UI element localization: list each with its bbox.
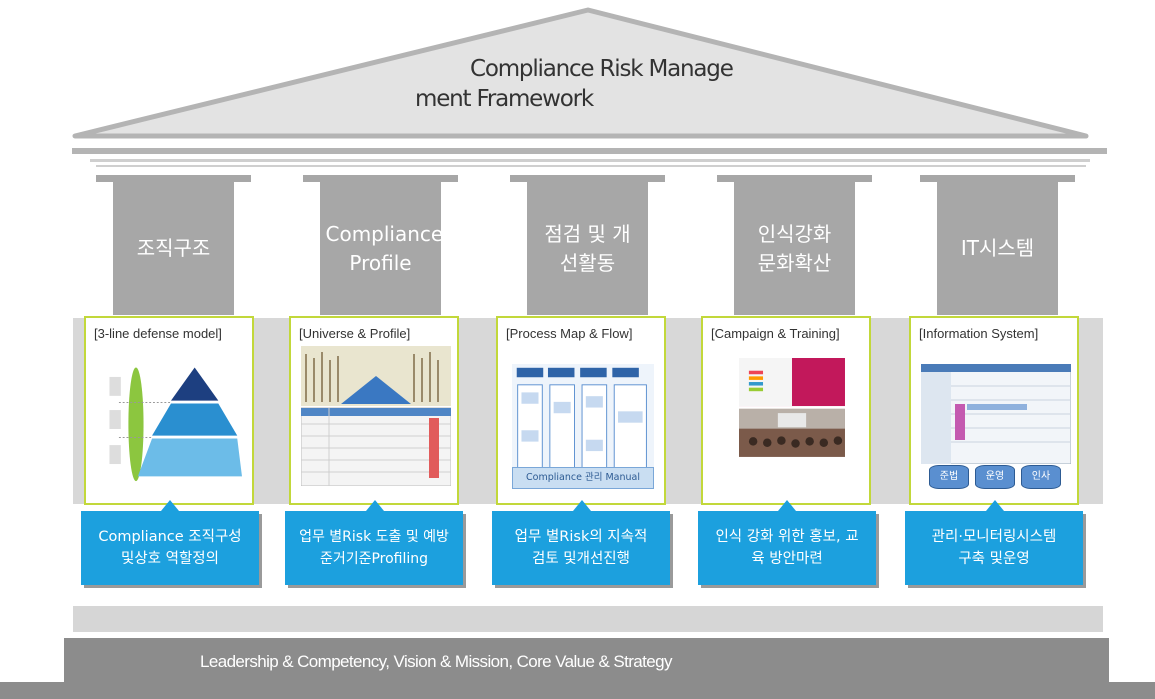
- framework-title: Compliance Risk Manage ment Framework: [415, 54, 790, 114]
- pillar-it-system: IT시스템: [937, 182, 1058, 315]
- card-universe-profile: [Universe & Profile]: [289, 316, 459, 505]
- description-box-awareness: 인식 강화 위한 홍보, 교육 방안마련: [698, 511, 876, 585]
- pillar-capital: [96, 175, 251, 182]
- foundation-step: [73, 606, 1103, 632]
- pillar-compliance-profile: Compliance Profile: [320, 182, 443, 315]
- pillar-org-structure: 조직구조: [113, 182, 234, 315]
- db-icon-compliance: 준법: [929, 465, 969, 489]
- pillar-capital: [920, 175, 1075, 182]
- pillar-capital: [303, 175, 458, 182]
- card-caption: [Process Map & Flow]: [506, 326, 633, 341]
- card-caption: [Information System]: [919, 326, 1039, 341]
- roof: [72, 7, 1107, 167]
- foundation-text: Leadership & Competency, Vision & Missio…: [200, 652, 672, 671]
- pillar-inspection: 점검 및 개선활동: [527, 182, 648, 315]
- information-system-image: [921, 364, 1071, 464]
- campaign-image: [739, 358, 845, 457]
- profile-table-image: [301, 346, 451, 486]
- card-caption: [Campaign & Training]: [711, 326, 840, 341]
- pillar-capital: [510, 175, 665, 182]
- description-box-profile: 업무 별Risk 도출 및 예방 준거기준Profiling: [285, 511, 463, 585]
- db-icon-operation: 운영: [975, 465, 1015, 489]
- foundation-bottom: [0, 682, 1155, 699]
- title-line-2: ment Framework: [415, 86, 594, 112]
- pointer-arrow: [366, 500, 384, 511]
- card-caption: [3-line defense model]: [94, 326, 222, 341]
- foundation-base: [64, 638, 1109, 686]
- pointer-arrow: [573, 500, 591, 511]
- defense-pyramid-image: [109, 367, 242, 482]
- card-process-map: [Process Map & Flow] Compliance 관리 Manua…: [496, 316, 666, 505]
- description-box-it: 관리·모니터링시스템 구축 및운영: [905, 511, 1083, 585]
- pointer-arrow: [986, 500, 1004, 511]
- db-icon-hr: 인사: [1021, 465, 1061, 489]
- pointer-arrow: [778, 500, 796, 511]
- card-information-system: [Information System] 준법 운영 인사: [909, 316, 1079, 505]
- pillar-capital: [717, 175, 872, 182]
- card-defense-model: [3-line defense model]: [84, 316, 254, 505]
- manual-label: Compliance 관리 Manual: [512, 467, 654, 489]
- card-caption: [Universe & Profile]: [299, 326, 411, 341]
- pillar-awareness: 인식강화 문화확산: [734, 182, 855, 315]
- description-box-inspection: 업무 별Risk의 지속적 검토 및개선진행: [492, 511, 670, 585]
- card-campaign-training: [Campaign & Training]: [701, 316, 871, 505]
- pointer-arrow: [161, 500, 179, 511]
- title-line-1: Compliance Risk Manage: [470, 56, 734, 82]
- database-group: 준법 운영 인사: [929, 465, 1061, 489]
- process-map-image: [512, 364, 654, 478]
- description-box-org: Compliance 조직구성 및상호 역할정의: [81, 511, 259, 585]
